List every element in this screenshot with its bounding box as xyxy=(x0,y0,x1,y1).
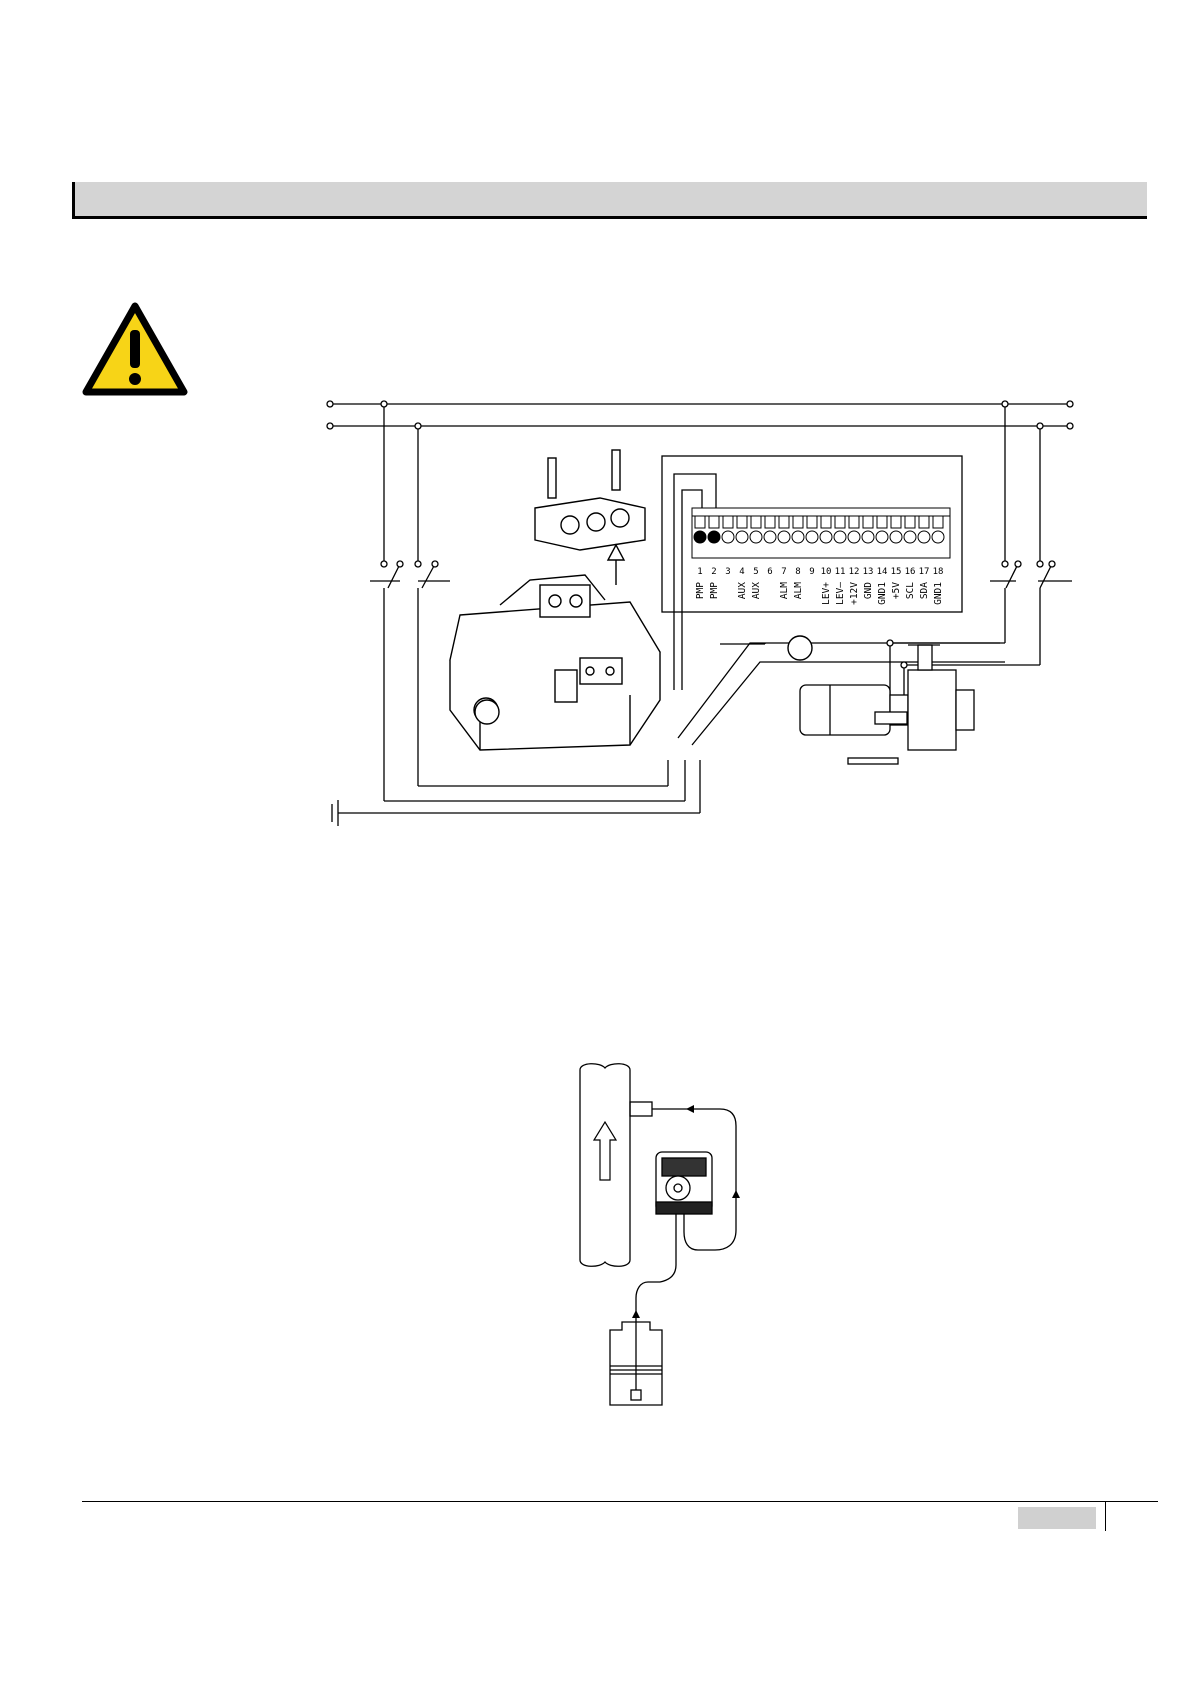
terminal-number: 17 xyxy=(919,567,930,577)
terminal-number: 18 xyxy=(933,567,944,577)
terminal-label: +5V xyxy=(891,582,902,599)
terminal-label: SDA xyxy=(919,582,930,599)
warning-triangle-icon xyxy=(80,300,190,400)
terminal-number: 7 xyxy=(781,567,786,577)
terminal-number: 4 xyxy=(739,567,744,577)
motor-pump xyxy=(800,645,974,764)
terminal-number: 2 xyxy=(711,567,716,577)
terminal-label: LEV– xyxy=(835,582,846,605)
terminal-number: 16 xyxy=(905,567,916,577)
flow-arrow-icon xyxy=(594,1122,616,1180)
terminal-label: +12V xyxy=(849,582,860,605)
terminal-label: SCL xyxy=(905,582,916,599)
terminal-label: ALM xyxy=(779,582,790,599)
dosing-pump xyxy=(656,1152,712,1214)
terminal-number: 5 xyxy=(753,567,758,577)
terminal-label: GND1 xyxy=(933,582,944,605)
terminal-number: 10 xyxy=(821,567,832,577)
terminal-number: 15 xyxy=(891,567,902,577)
terminal-number: 3 xyxy=(725,567,730,577)
terminal-label: PMP xyxy=(695,582,706,599)
terminal-label: GND1 xyxy=(877,582,888,605)
terminal-number: 11 xyxy=(835,567,846,577)
wiring-diagram: 1 2 3 4 5 6 7 8 9 10 11 12 13 14 15 16 1… xyxy=(300,390,1090,840)
terminal-label: LEV+ xyxy=(821,582,832,605)
terminal-label: AUX xyxy=(751,582,762,599)
terminal-number: 13 xyxy=(863,567,874,577)
terminal-number: 14 xyxy=(877,567,888,577)
terminal-number: 6 xyxy=(767,567,772,577)
footer-rule xyxy=(82,1501,1158,1502)
terminal-number: 12 xyxy=(849,567,860,577)
terminal-label: GND xyxy=(863,582,874,599)
terminal-label: AUX xyxy=(737,582,748,599)
terminal-number: 9 xyxy=(809,567,814,577)
terminal-number: 8 xyxy=(795,567,800,577)
terminal-label: PMP xyxy=(709,582,720,599)
page-number-box xyxy=(1018,1507,1096,1529)
terminal-number: 1 xyxy=(697,567,702,577)
terminal-label: ALM xyxy=(793,582,804,599)
footer-divider xyxy=(1105,1501,1106,1531)
installation-diagram xyxy=(570,1060,830,1420)
section-header-bar xyxy=(72,182,1147,219)
